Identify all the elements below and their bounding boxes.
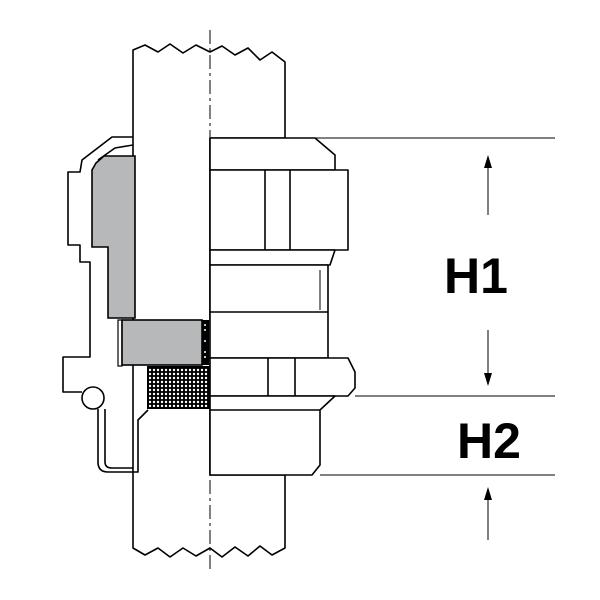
dimension-label-h2: H2 [457,413,521,469]
gland-exterior [209,137,356,476]
cap-nut-dome [209,137,336,171]
o-ring [81,386,105,410]
mesh-seal [147,366,210,409]
body-hex [209,357,356,397]
gland-section [62,136,210,473]
dimension-label-h1: H1 [444,248,508,304]
seal-insert [91,155,136,319]
cap-nut-hex [209,169,349,251]
cap-profile [62,136,133,393]
dimension-lines [315,137,555,540]
clamp-ring [121,319,203,366]
thread [209,395,336,476]
